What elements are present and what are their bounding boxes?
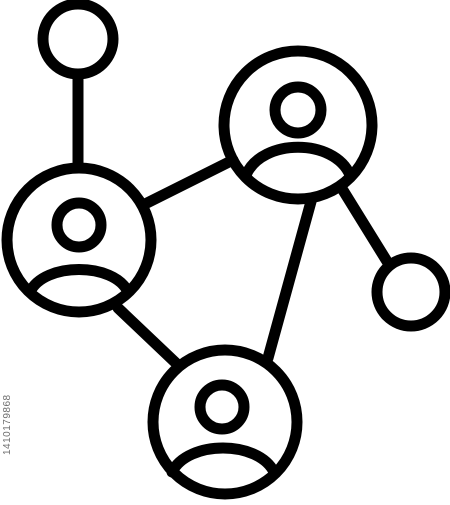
link-line (112, 302, 184, 371)
person-node-top-right (218, 45, 378, 205)
stock-id-text: 1410179868 (2, 394, 13, 455)
user-head-icon (194, 379, 250, 435)
link-line (262, 192, 318, 364)
user-head-icon (269, 81, 327, 139)
person-node-left (1, 162, 157, 318)
empty-node-right (371, 252, 450, 332)
user-shoulders-icon (24, 264, 134, 298)
link-line (137, 154, 239, 211)
user-shoulders-icon (166, 442, 280, 478)
user-shoulders-icon (240, 141, 356, 181)
person-node-bottom (147, 344, 303, 500)
user-head-icon (51, 197, 107, 253)
link-line (335, 181, 394, 269)
empty-node-top (37, 0, 119, 80)
